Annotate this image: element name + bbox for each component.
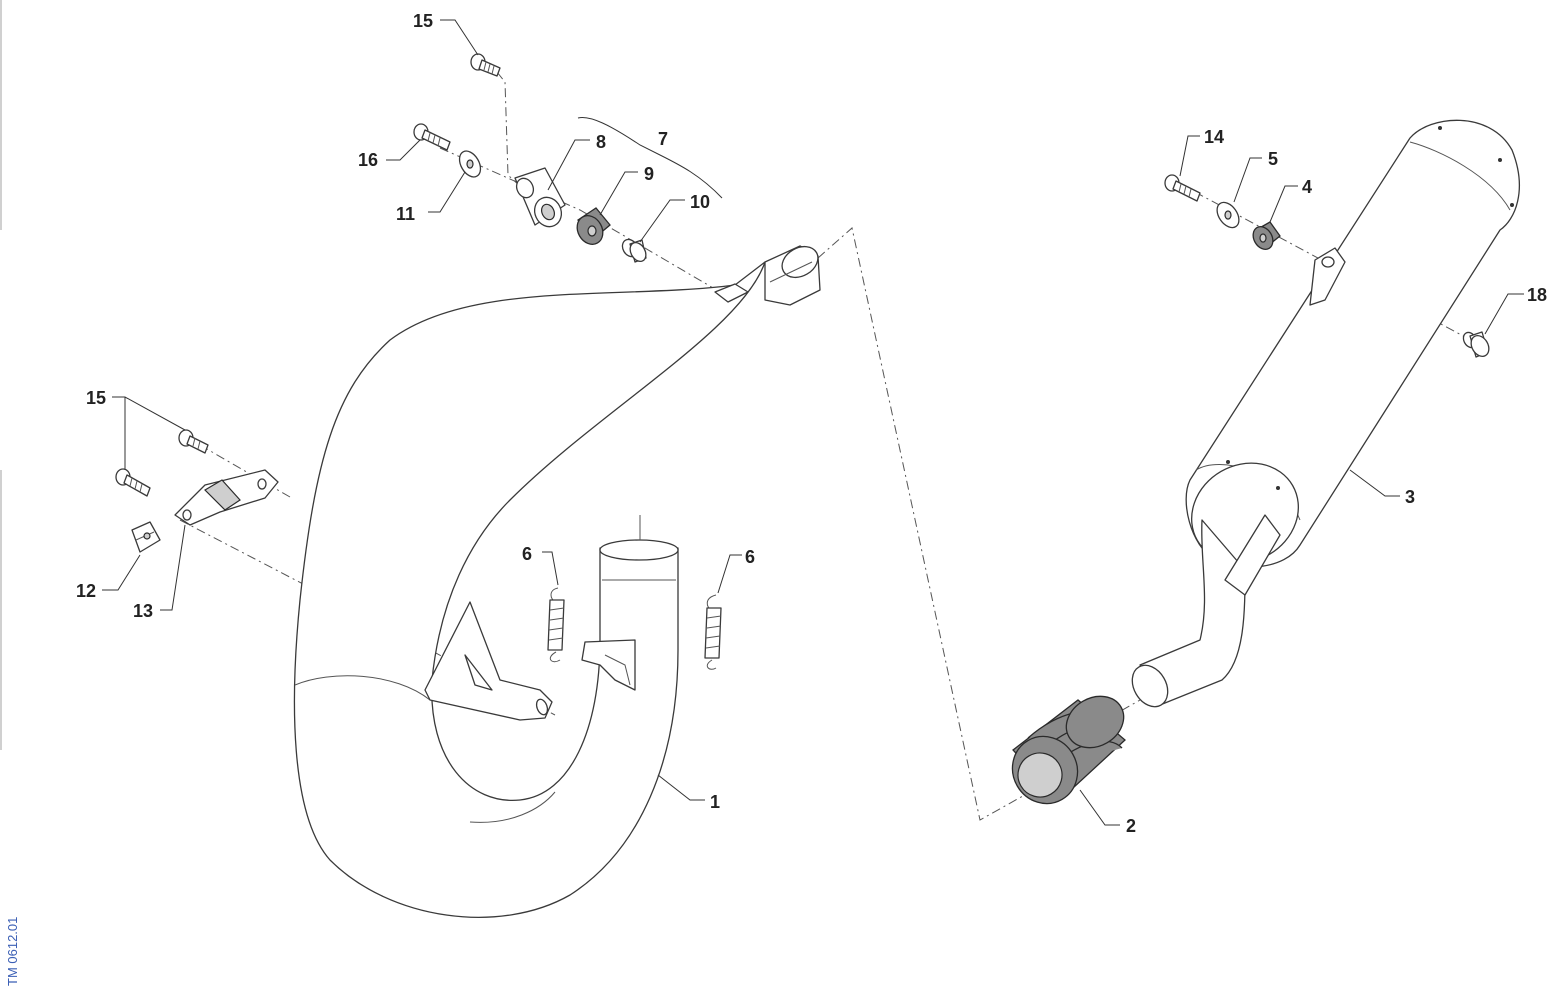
washer-5: [1216, 201, 1240, 229]
callout-18: 18: [1527, 285, 1547, 305]
muffler-mount-tab: [1309, 247, 1346, 306]
drawing-code-label: TM 0612.01: [5, 917, 20, 986]
callout-15-top: 15: [413, 11, 433, 31]
pipe-top-tab: [714, 283, 749, 303]
axis-top-bolt: [496, 71, 523, 189]
muffler-mount-hole: [1321, 256, 1335, 268]
clip-nut-12: [131, 521, 161, 553]
bolt-15-left-lower: [115, 468, 151, 497]
washer-11: [458, 150, 482, 178]
axis-upper-mount: [439, 147, 721, 293]
flange-bolt-10: [621, 238, 647, 263]
rubber-bush-9: [576, 207, 611, 245]
muffler-outlet-end: [1131, 664, 1169, 708]
spring-left: [547, 587, 565, 663]
callouts: 15 16 11 8 7 9 10 15 12 13 6 6 1 2 3 4 5…: [76, 11, 1547, 836]
axis-bracket-top: [199, 444, 291, 498]
flange-bolt-18: [1462, 331, 1490, 358]
grommet-4: [1252, 221, 1281, 250]
exhaust-pipe: [293, 245, 821, 918]
bracket-13: [174, 469, 279, 526]
spring-hook-tab: [581, 639, 636, 691]
bracket-hole: [535, 698, 549, 716]
bracket-cutout: [464, 654, 493, 691]
bolt-15-top: [470, 53, 501, 77]
callout-2: 2: [1126, 816, 1136, 836]
callout-1: 1: [710, 792, 720, 812]
coupler-bore: [1017, 752, 1063, 798]
mount-kit-brace: [577, 116, 723, 199]
pipe-contour-2: [469, 791, 556, 823]
callout-3: 3: [1405, 487, 1415, 507]
pipe-contour-1: [294, 675, 431, 701]
callout-5: 5: [1268, 149, 1278, 169]
pipe-body: [293, 261, 766, 918]
callout-13: 13: [133, 601, 153, 621]
bushing-8: [514, 167, 566, 228]
callout-16: 16: [358, 150, 378, 170]
bolt-14: [1164, 174, 1201, 202]
spring-right: [704, 594, 722, 670]
leader-lines: [102, 19, 1524, 826]
axis-pipe-to-muffler: [817, 227, 1031, 821]
spring-hook-detail: [604, 654, 631, 686]
callout-11: 11: [396, 204, 415, 224]
callout-12: 12: [76, 581, 96, 601]
drawing-code: TM 0612.01: [5, 917, 20, 986]
callout-15-left: 15: [86, 388, 106, 408]
callout-10: 10: [690, 192, 710, 212]
callout-8: 8: [596, 132, 606, 152]
bolt-15-left-upper: [178, 429, 209, 454]
pipe-mount-bracket: [424, 601, 553, 721]
muffler-outlet-bracket: [1224, 514, 1281, 596]
callout-7: 7: [658, 129, 668, 149]
left-edge-mark-bottom: [0, 470, 2, 750]
left-edge-mark-top: [0, 0, 2, 230]
callout-4: 4: [1302, 177, 1312, 197]
rubber-coupler: [1011, 695, 1126, 805]
pipe-outlet-rim: [599, 539, 679, 561]
callout-6-left: 6: [522, 544, 532, 564]
muffler-end-cap-line: [1409, 141, 1511, 211]
callout-6-right: 6: [745, 547, 755, 567]
callout-9: 9: [644, 164, 654, 184]
pipe-inlet-opening: [781, 245, 819, 279]
pipe-inlet-band: [769, 261, 813, 283]
bolt-16: [413, 123, 451, 151]
callout-14: 14: [1204, 127, 1224, 147]
muffler: [1131, 119, 1520, 708]
